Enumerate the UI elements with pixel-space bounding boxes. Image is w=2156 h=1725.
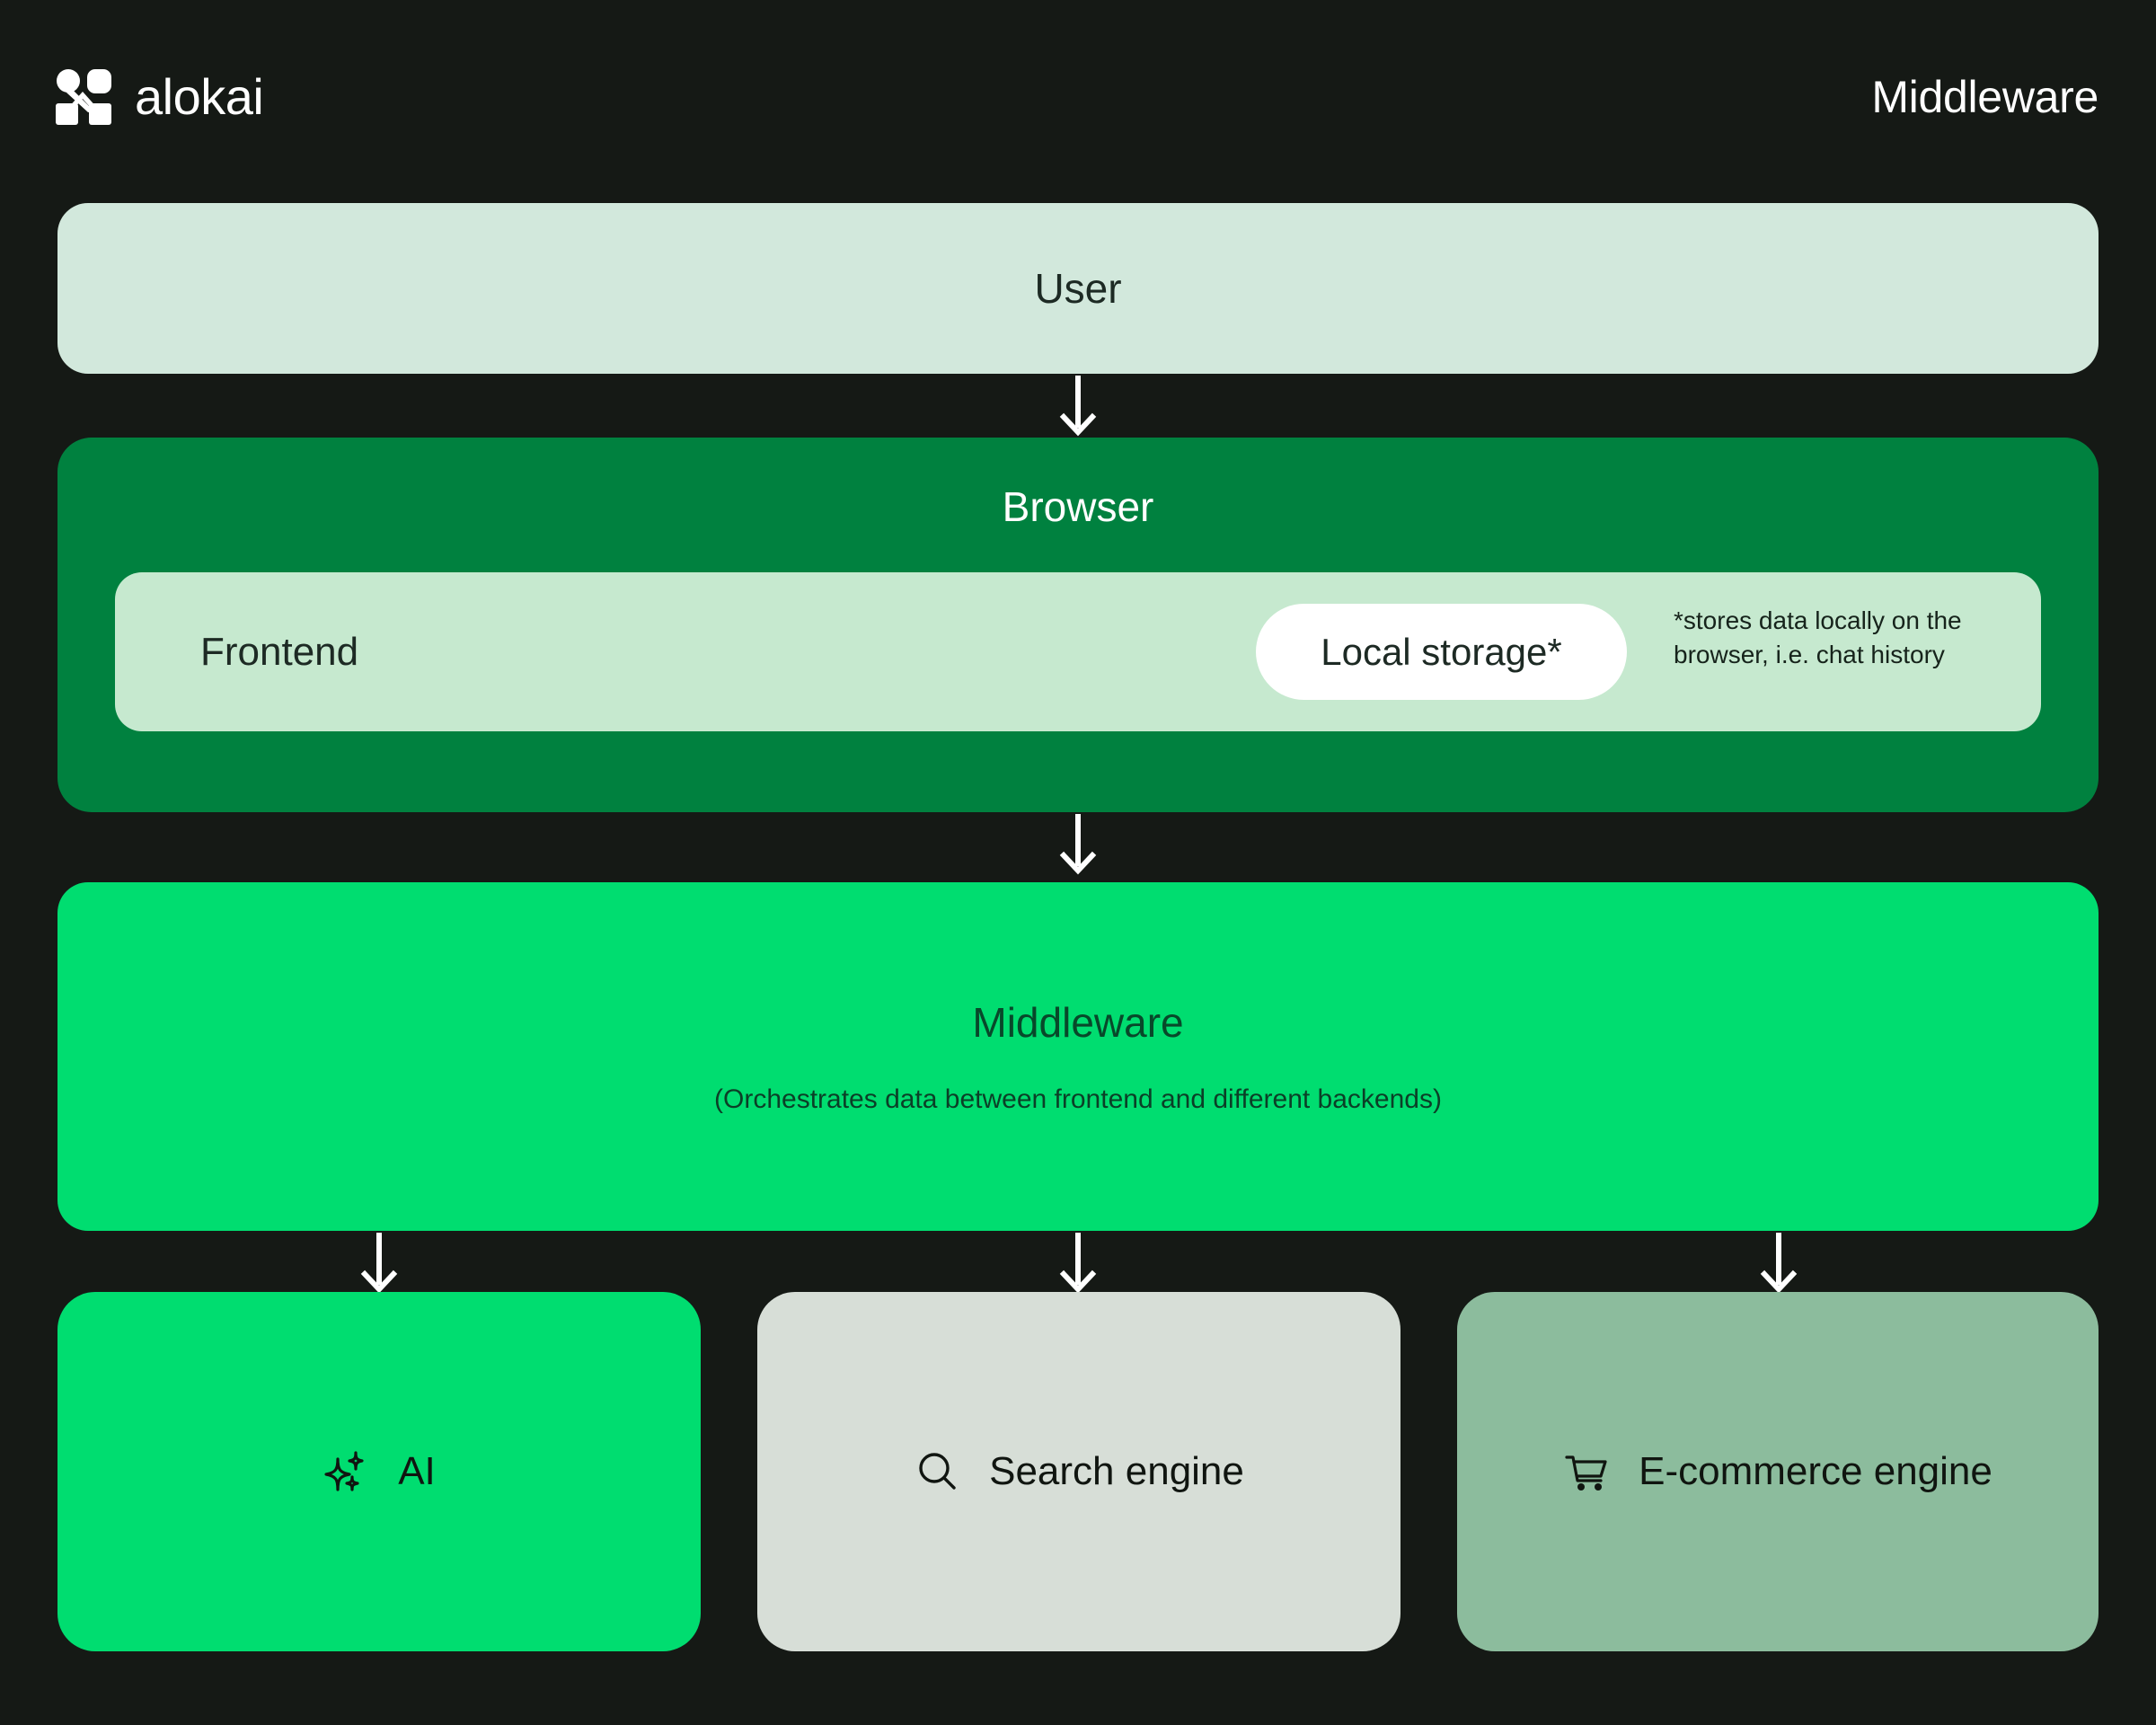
node-user: User [57,203,2099,374]
shopping-cart-icon [1565,1455,1607,1491]
arrow-middleware-to-search-engine [1059,1233,1097,1294]
arrow-middleware-to-ecommerce-engine [1760,1233,1798,1294]
node-user-label: User [1034,265,1122,312]
local-storage-pill: Local storage* [1256,604,1627,700]
alokai-logo-icon [56,68,111,125]
page-header: alokai Middleware [0,0,2156,193]
node-middleware-label: Middleware [972,999,1184,1046]
arrow-middleware-to-ai [360,1233,398,1294]
sparkles-icon [324,1451,364,1491]
search-icon [919,1453,956,1490]
local-storage-label: Local storage* [1321,630,1562,673]
node-frontend-label: Frontend [200,629,359,674]
node-search-engine-label: Search engine [989,1449,1244,1493]
node-ai-label: AI [398,1449,436,1493]
arrow-browser-to-middleware [1059,814,1097,875]
node-search-engine: Search engine [757,1292,1401,1651]
page-title: Middleware [1871,71,2099,122]
brand: alokai [56,67,264,125]
node-ecommerce-engine: E-commerce engine [1457,1292,2099,1651]
node-frontend: Frontend Local storage* *stores data loc… [115,572,2041,731]
local-storage-footnote: *stores data locally on the browser, i.e… [1674,606,1962,668]
node-ai: AI [57,1292,701,1651]
node-middleware: Middleware (Orchestrates data between fr… [57,882,2099,1231]
arrow-user-to-browser [1059,376,1097,437]
node-browser: Browser Frontend Local storage* *stores … [57,438,2099,812]
node-ecommerce-engine-label: E-commerce engine [1639,1449,1993,1493]
node-middleware-description: (Orchestrates data between frontend and … [714,1084,1442,1114]
brand-name: alokai [135,67,264,125]
node-browser-label: Browser [1002,483,1154,530]
